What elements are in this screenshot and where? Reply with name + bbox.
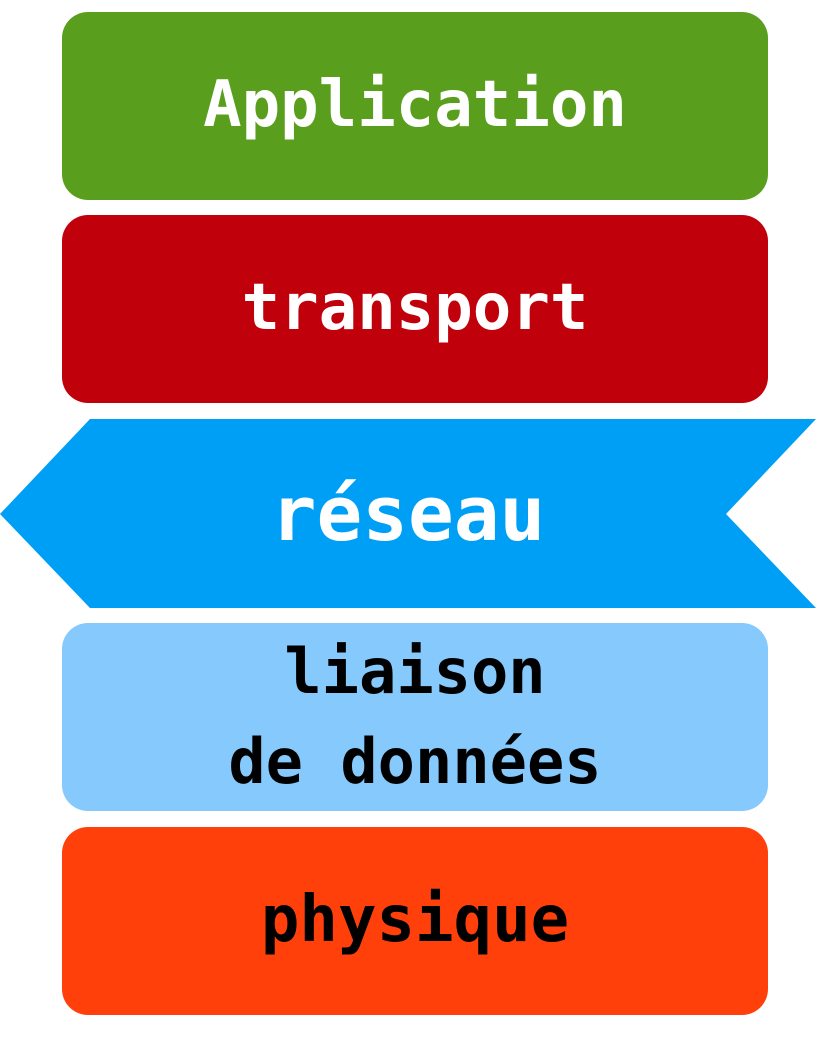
layer-liaison: liaison de données <box>62 623 768 811</box>
layer-application: Application <box>62 12 768 200</box>
layer-transport: transport <box>62 215 768 403</box>
left-arrow-shape <box>0 419 816 608</box>
layer-physique: physique <box>62 827 768 1015</box>
layer-reseau-label-wrap: réseau <box>0 419 816 608</box>
layer-liaison-label-line1: liaison <box>284 635 546 709</box>
layer-physique-label: physique <box>260 883 570 958</box>
reseau-arrow-polygon <box>0 419 816 608</box>
layer-reseau-arrow: réseau <box>0 419 827 608</box>
layer-application-label: Application <box>203 68 627 143</box>
layer-reseau-label: réseau <box>270 469 546 558</box>
layer-transport-label: transport <box>241 271 589 346</box>
layer-liaison-label-line2: de données <box>228 725 602 798</box>
